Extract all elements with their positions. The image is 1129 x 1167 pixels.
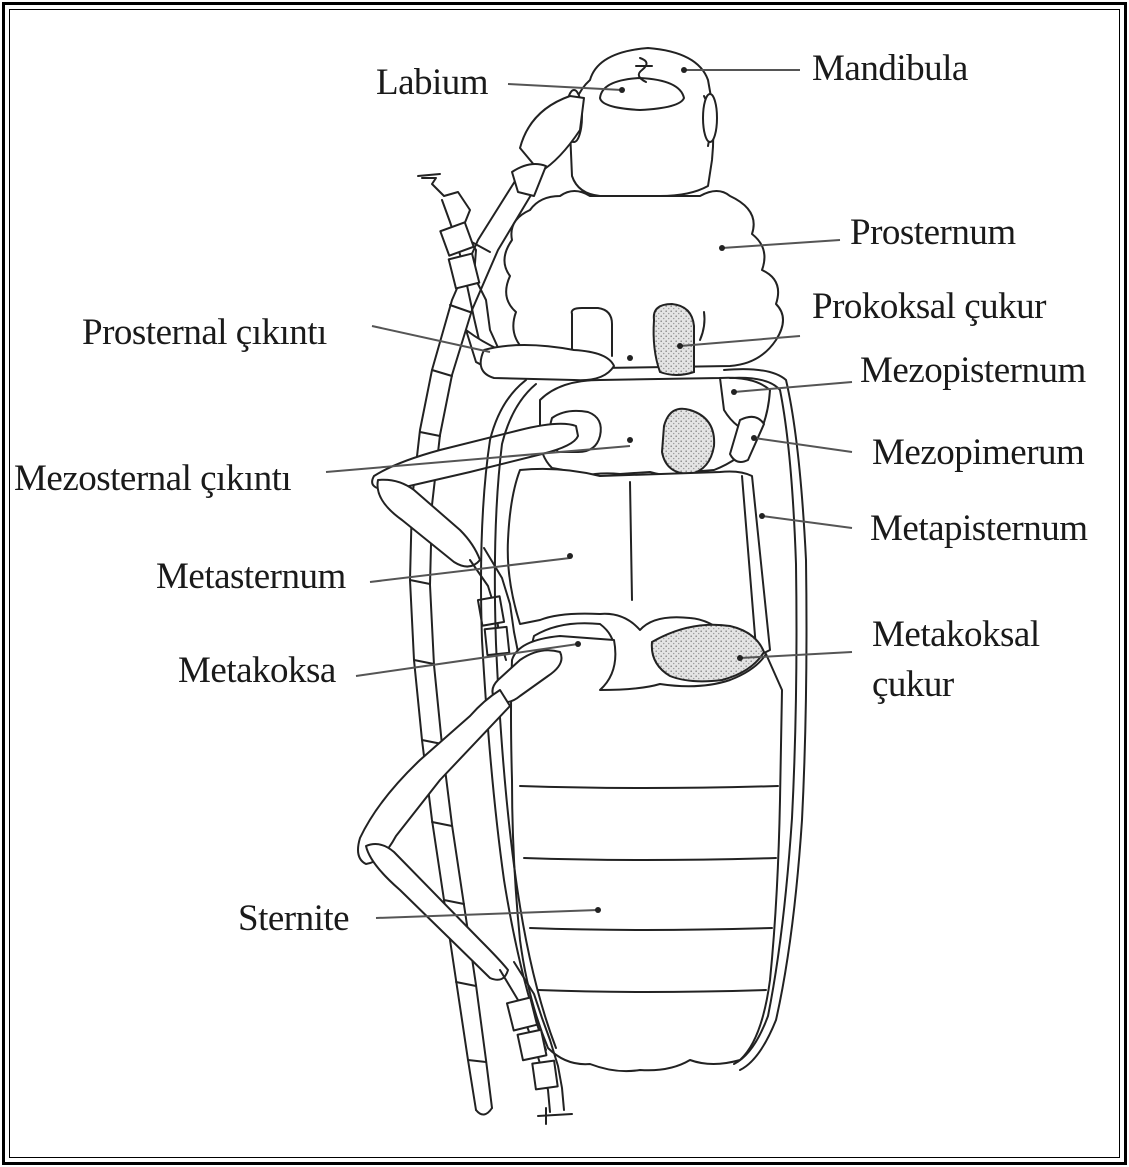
label-metakoksal-cukur: çukur [872,664,954,705]
prokoksal-pit [654,304,694,375]
label-metasternum: Metasternum [156,556,346,597]
label-metapisternum: Metapisternum [870,508,1088,549]
label-mezopisternum: Mezopisternum [860,350,1086,391]
mesokoksal-pit [662,409,714,474]
prosternum [504,191,783,372]
label-prosternal-cikinti: Prosternal çıkıntı [82,312,327,353]
label-mezosternal-cikinti: Mezosternal çıkıntı [14,458,291,499]
label-prokoksal-cukur: Prokoksal çukur [812,286,1046,327]
label-labium: Labium [376,62,489,103]
label-metakoksa: Metakoksa [178,650,336,691]
label-sternite: Sternite [238,898,349,939]
label-metakoksal: Metakoksal [872,614,1040,655]
label-prosternum: Prosternum [850,212,1016,253]
label-mandibula: Mandibula [812,48,968,89]
abdomen [511,636,782,1071]
label-mezopimerum: Mezopimerum [872,432,1085,473]
